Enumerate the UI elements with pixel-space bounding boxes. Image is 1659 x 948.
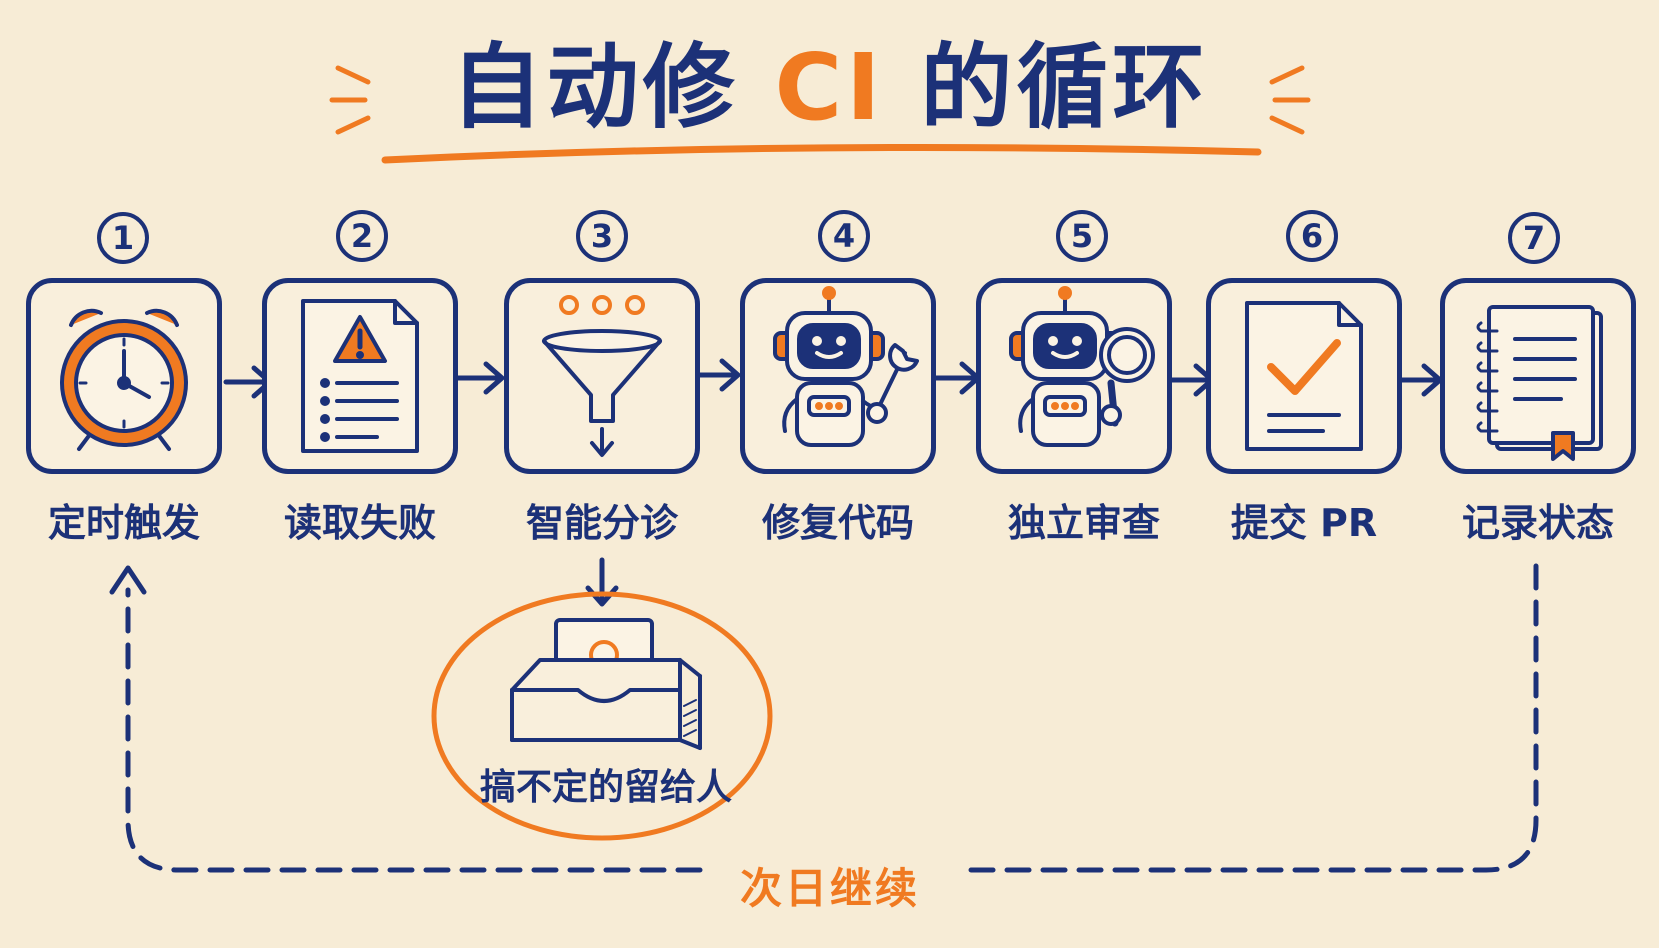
step-box-7 xyxy=(1440,278,1636,474)
step-box-4 xyxy=(740,278,936,474)
sparkle-right-icon xyxy=(1269,65,1311,135)
step-label-7: 记录状态 xyxy=(1461,501,1614,545)
handoff-label: 搞不定的留给人 xyxy=(479,767,732,808)
step-label-2: 读取失败 xyxy=(283,501,436,545)
step-number-5: 5 xyxy=(1056,210,1108,262)
step-box-6 xyxy=(1206,278,1402,474)
arrow-6-7 xyxy=(1393,363,1443,397)
step-box-5 xyxy=(976,278,1172,474)
inbox-person-icon xyxy=(510,618,702,750)
step-label-5: 独立审查 xyxy=(1007,501,1160,545)
loop-label: 次日继续 xyxy=(739,864,920,913)
title-accent: CI xyxy=(774,34,885,141)
checked-document-icon xyxy=(1245,301,1363,451)
step-number-3: 3 xyxy=(576,210,628,262)
robot-magnifier-icon xyxy=(1009,286,1155,447)
step-label-1: 定时触发 xyxy=(47,501,200,545)
step-number-6: 6 xyxy=(1286,210,1338,262)
loop-path-left xyxy=(125,587,703,873)
warning-document-icon xyxy=(301,299,419,453)
step-number-4: 4 xyxy=(818,210,870,262)
step-label-3: 智能分诊 xyxy=(525,501,678,545)
arrow-to-handoff xyxy=(585,557,619,607)
loop-arrowhead xyxy=(109,565,147,595)
step-number-1: 1 xyxy=(97,212,149,264)
loop-path-right xyxy=(959,563,1539,873)
sparkle-left-icon xyxy=(329,65,371,135)
step-box-3 xyxy=(504,278,700,474)
notebook-icon xyxy=(1476,305,1603,461)
title-suffix: 的循环 xyxy=(920,34,1209,141)
step-box-1 xyxy=(26,278,222,474)
step-number-2: 2 xyxy=(336,210,388,262)
arrow-3-4 xyxy=(691,358,741,392)
title-prefix: 自动修 xyxy=(450,34,739,141)
step-label-6: 提交 PR xyxy=(1230,501,1378,545)
funnel-icon xyxy=(542,295,662,457)
step-box-2 xyxy=(262,278,458,474)
handoff-ellipse xyxy=(431,591,773,841)
diagram-title: 自动修 CI 的循环 xyxy=(0,28,1659,148)
robot-wrench-icon xyxy=(773,286,919,447)
step-label-4: 修复代码 xyxy=(761,501,914,545)
title-underline xyxy=(381,144,1262,164)
step-number-7: 7 xyxy=(1508,212,1560,264)
arrow-2-3 xyxy=(455,361,505,395)
arrow-4-5 xyxy=(931,361,981,395)
alarm-clock-icon xyxy=(60,308,188,451)
